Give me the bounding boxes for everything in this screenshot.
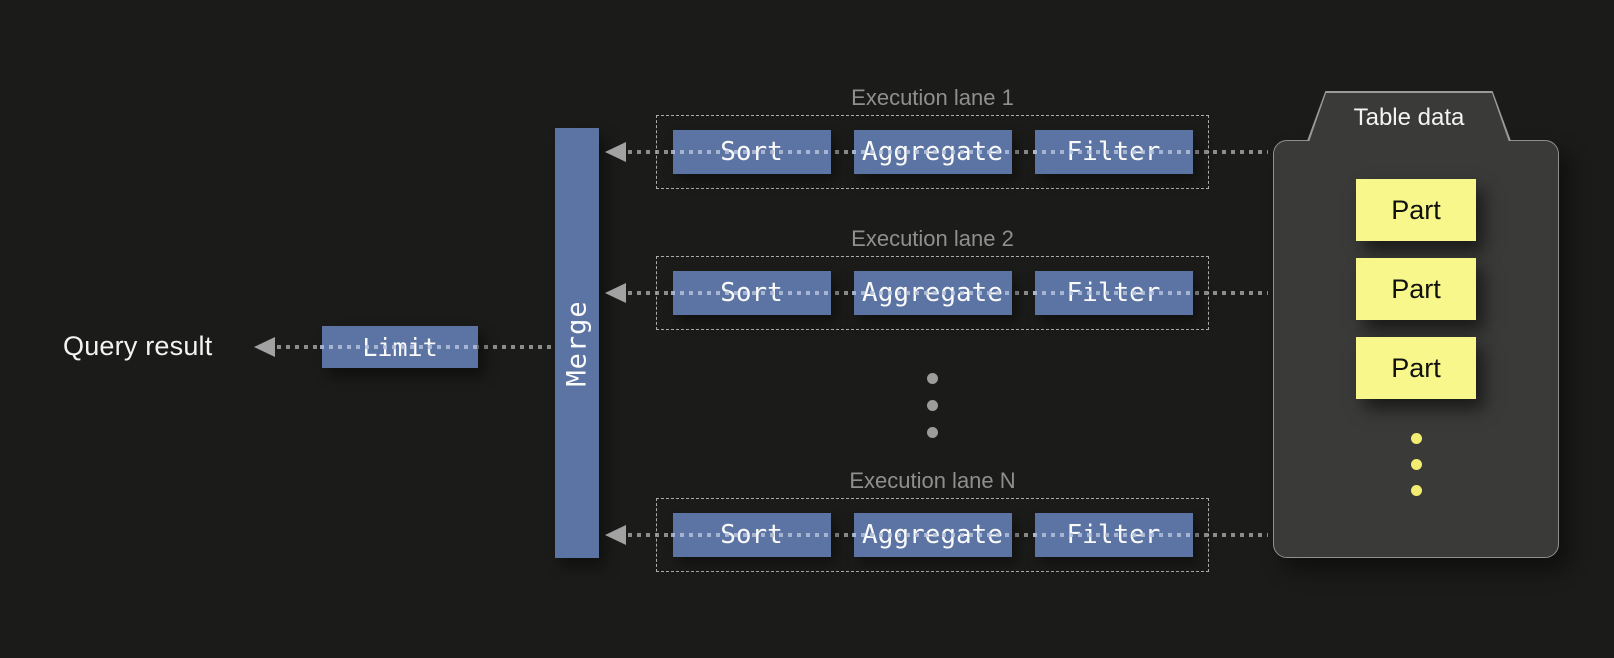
filter-label: Filter [1066, 278, 1161, 308]
aggregate-box: Aggregate [851, 513, 1014, 557]
ellipsis-dot [1410, 459, 1422, 470]
filter-box: Filter [1032, 130, 1195, 174]
part-box: Part [1356, 179, 1476, 241]
aggregate-label: Aggregate [862, 137, 1003, 167]
limit-label: Limit [362, 332, 438, 362]
table-data-container: Part Part Part [1273, 140, 1559, 558]
left-arrow-icon [605, 283, 626, 303]
sort-label: Sort [720, 137, 783, 167]
parts-column: Part Part Part [1274, 179, 1558, 399]
query-result-label: Query result [63, 331, 213, 361]
part-label: Part [1391, 352, 1441, 383]
sort-label: Sort [720, 278, 783, 308]
filter-box: Filter [1032, 513, 1195, 557]
sort-label: Sort [720, 520, 783, 550]
limit-box: Limit [320, 326, 480, 368]
sort-box: Sort [670, 271, 833, 315]
ellipsis-dot [927, 400, 938, 411]
vertical-ellipsis-dots [1274, 433, 1558, 496]
ellipsis-dot [1410, 485, 1422, 496]
ellipsis-dot [927, 373, 938, 384]
part-box: Part [1356, 337, 1476, 399]
execution-lane-n: Execution lane N Sort Aggregate Filter [656, 468, 1209, 572]
merge-bar: Merge [555, 128, 599, 558]
left-arrow-icon [254, 337, 275, 357]
filter-label: Filter [1066, 520, 1161, 550]
sort-box: Sort [670, 513, 833, 557]
lane-title: Execution lane N [849, 468, 1016, 493]
vertical-ellipsis-dots [927, 373, 938, 438]
aggregate-box: Aggregate [851, 130, 1014, 174]
aggregate-label: Aggregate [862, 520, 1003, 550]
part-box: Part [1356, 258, 1476, 320]
execution-lane-1: Execution lane 1 Sort Aggregate Filter [656, 85, 1209, 189]
merge-label: Merge [561, 299, 593, 387]
part-label: Part [1391, 273, 1441, 304]
aggregate-label: Aggregate [862, 278, 1003, 308]
left-arrow-icon [605, 525, 626, 545]
left-arrow-icon [605, 142, 626, 162]
ellipsis-dot [1410, 433, 1422, 444]
filter-box: Filter [1032, 271, 1195, 315]
filter-label: Filter [1066, 137, 1161, 167]
lane-title: Execution lane 2 [851, 226, 1014, 251]
execution-lane-2: Execution lane 2 Sort Aggregate Filter [656, 226, 1209, 330]
lane-title: Execution lane 1 [851, 85, 1014, 110]
sort-box: Sort [670, 130, 833, 174]
aggregate-box: Aggregate [851, 271, 1014, 315]
table-data-tab: Table data [1309, 93, 1509, 142]
table-data-title: Table data [1353, 103, 1465, 131]
ellipsis-dot [927, 427, 938, 438]
part-label: Part [1391, 194, 1441, 225]
